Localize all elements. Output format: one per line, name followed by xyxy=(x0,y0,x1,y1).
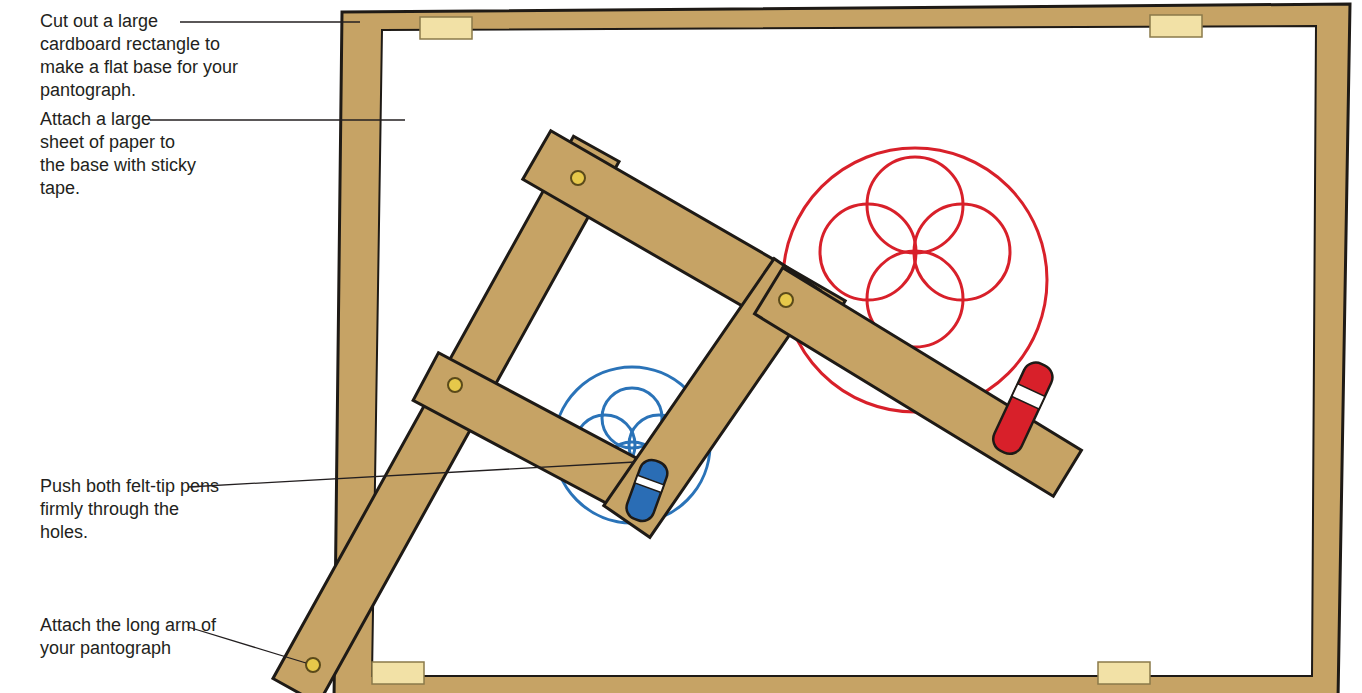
callout-text: Attach the long arm of your pantograph xyxy=(40,614,225,660)
leader-lines xyxy=(150,22,635,663)
pantograph-arms xyxy=(273,131,1081,693)
blue-pen xyxy=(623,457,671,525)
red-pen xyxy=(989,358,1057,458)
callout-text: Cut out a large cardboard rectangle to m… xyxy=(40,10,240,102)
pivot-pins xyxy=(306,171,793,672)
callout-text: Attach a large sheet of paper to the bas… xyxy=(40,108,200,200)
callout-text: Push both felt-tip pens firmly through t… xyxy=(40,475,230,544)
